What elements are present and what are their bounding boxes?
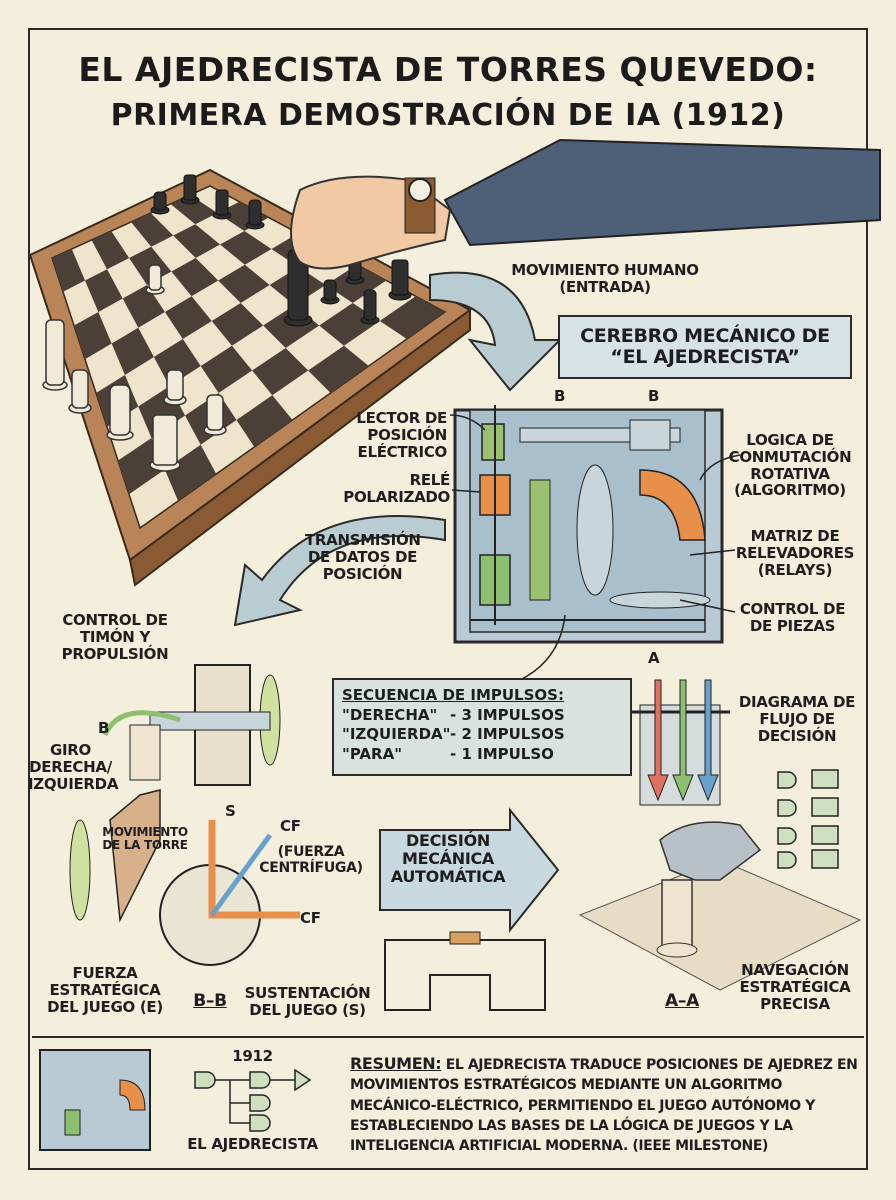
relay-label: RELÉ POLARIZADO xyxy=(343,471,450,506)
matrix-label: MATRIZ DE RELEVADORES (RELAYS) xyxy=(735,527,855,579)
a-marker: A xyxy=(648,649,660,667)
mechanical-brain-illustration xyxy=(453,405,724,644)
turn-label: GIRO DERECHA/ IZQUIERDA xyxy=(28,741,119,793)
summary-circuit-icon xyxy=(194,1068,312,1132)
dark-square xyxy=(220,231,272,265)
impulses: - 3 IMPULSOS xyxy=(450,705,565,724)
dark-square xyxy=(91,231,130,270)
section-b-label: B xyxy=(554,387,566,405)
transmission-arrow xyxy=(233,515,446,627)
dark-square xyxy=(218,264,270,303)
human-move-label: MOVIMIENTO HUMANO (ENTRADA) xyxy=(511,261,699,296)
chess-pieces xyxy=(150,174,412,327)
dark-square xyxy=(74,312,112,360)
section-aa-label: A–A xyxy=(665,991,699,1011)
sequence-title: SECUENCIA DE IMPULSOS: xyxy=(342,686,564,704)
dark-square xyxy=(379,296,445,339)
dark-square xyxy=(252,348,309,396)
sequence-row: "IZQUIERDA"- 2 IMPULSOS xyxy=(342,725,622,745)
rudder-mechanism-illustration xyxy=(69,664,300,966)
sequence-row: "PARA" - 1 IMPULSO xyxy=(342,745,622,765)
tower-move-label: MOVIMIENTO DE LA TORRE xyxy=(102,825,188,853)
dark-square xyxy=(211,303,264,346)
command: "PARA" xyxy=(342,744,403,763)
title-line-1: EL AJEDRECISTA DE TORRES QUEVEDO: xyxy=(78,50,818,89)
signal-flow-arrows xyxy=(630,679,730,806)
piece-control-label: CONTROL DE DE PIEZAS xyxy=(739,600,846,635)
border-frame xyxy=(28,28,868,1170)
dark-square xyxy=(171,258,219,297)
human-hand-illustration xyxy=(290,138,881,270)
decision-label: DECISIÓN MECÁNICA AUTOMÁTICA xyxy=(390,831,506,886)
reader-label: LECTOR DE POSICIÓN ELÉCTRICO xyxy=(356,409,447,461)
dark-square xyxy=(164,444,217,501)
summary-machine-icon xyxy=(39,1049,151,1151)
summary-caption: EL AJEDRECISTA xyxy=(187,1135,318,1153)
transmission-label: TRANSMISIÓN DE DATOS DE POSICIÓN xyxy=(305,531,421,583)
dark-square xyxy=(200,345,253,393)
summary-heading: RESUMEN: xyxy=(350,1054,442,1073)
dark-square xyxy=(131,213,174,247)
dark-square xyxy=(111,327,154,375)
title-line-2: PRIMERA DEMOSTRACIÓN DE IA (1912) xyxy=(110,98,786,133)
impulses: - 2 IMPULSOS xyxy=(450,725,565,743)
dark-square xyxy=(236,395,293,447)
summary-panel xyxy=(32,1036,864,1166)
section-bb-label: B–B xyxy=(193,991,227,1011)
logic-gates xyxy=(777,769,839,869)
robot-hand-illustration xyxy=(578,821,862,991)
dark-square xyxy=(85,269,123,312)
sequence-row: "DERECHA" - 3 IMPULSOS xyxy=(342,706,622,726)
dark-square xyxy=(122,285,165,328)
dark-square xyxy=(308,345,369,393)
cf-axis-label: CF xyxy=(300,909,321,927)
rudder-label: CONTROL DE TIMÓN Y PROPULSIÓN xyxy=(61,611,169,663)
strategic-force-label: FUERZA ESTRATÉGICA DEL JUEGO (E) xyxy=(47,964,163,1016)
cf-diagonal-label: CF xyxy=(280,817,301,835)
centrifugal-label: (FUERZA CENTRÍFUGA) xyxy=(259,844,363,876)
flow-diagram-label: DIAGRAMA DE FLUJO DE DECISIÓN xyxy=(738,693,856,745)
dark-square xyxy=(164,296,212,339)
summary-year: 1912 xyxy=(232,1047,273,1065)
b-marker: B xyxy=(98,719,110,737)
navigation-track xyxy=(384,939,546,1011)
navigation-label: NAVEGACIÓN ESTRATÉGICA PRECISA xyxy=(739,961,851,1013)
dark-square xyxy=(173,224,221,258)
white-pieces xyxy=(42,264,227,472)
summary-body: EL AJEDRECISTA TRADUCE POSICIONES DE AJE… xyxy=(350,1057,858,1155)
impulses: - 1 IMPULSO xyxy=(450,744,554,763)
section-b-label: B xyxy=(648,387,660,405)
support-label: SUSTENTACIÓN DEL JUEGO (S) xyxy=(244,984,371,1019)
summary-text: RESUMEN: EL AJEDRECISTA TRADUCE POSICION… xyxy=(350,1052,860,1156)
dark-square xyxy=(52,249,86,292)
dark-square xyxy=(153,339,201,387)
s-axis-label: S xyxy=(225,802,236,820)
command: "IZQUIERDA" xyxy=(342,725,451,743)
command: "DERECHA" xyxy=(342,705,438,724)
impulse-sequence-box: SECUENCIA DE IMPULSOS: "DERECHA" - 3 IMPU… xyxy=(332,678,632,776)
brain-box-label: CEREBRO MECÁNICO DE “EL AJEDRECISTA” xyxy=(558,315,852,379)
decision-arrow xyxy=(379,807,560,933)
logic-label: LOGICA DE CONMUTACIÓN ROTATIVA (ALGORITM… xyxy=(728,431,852,500)
